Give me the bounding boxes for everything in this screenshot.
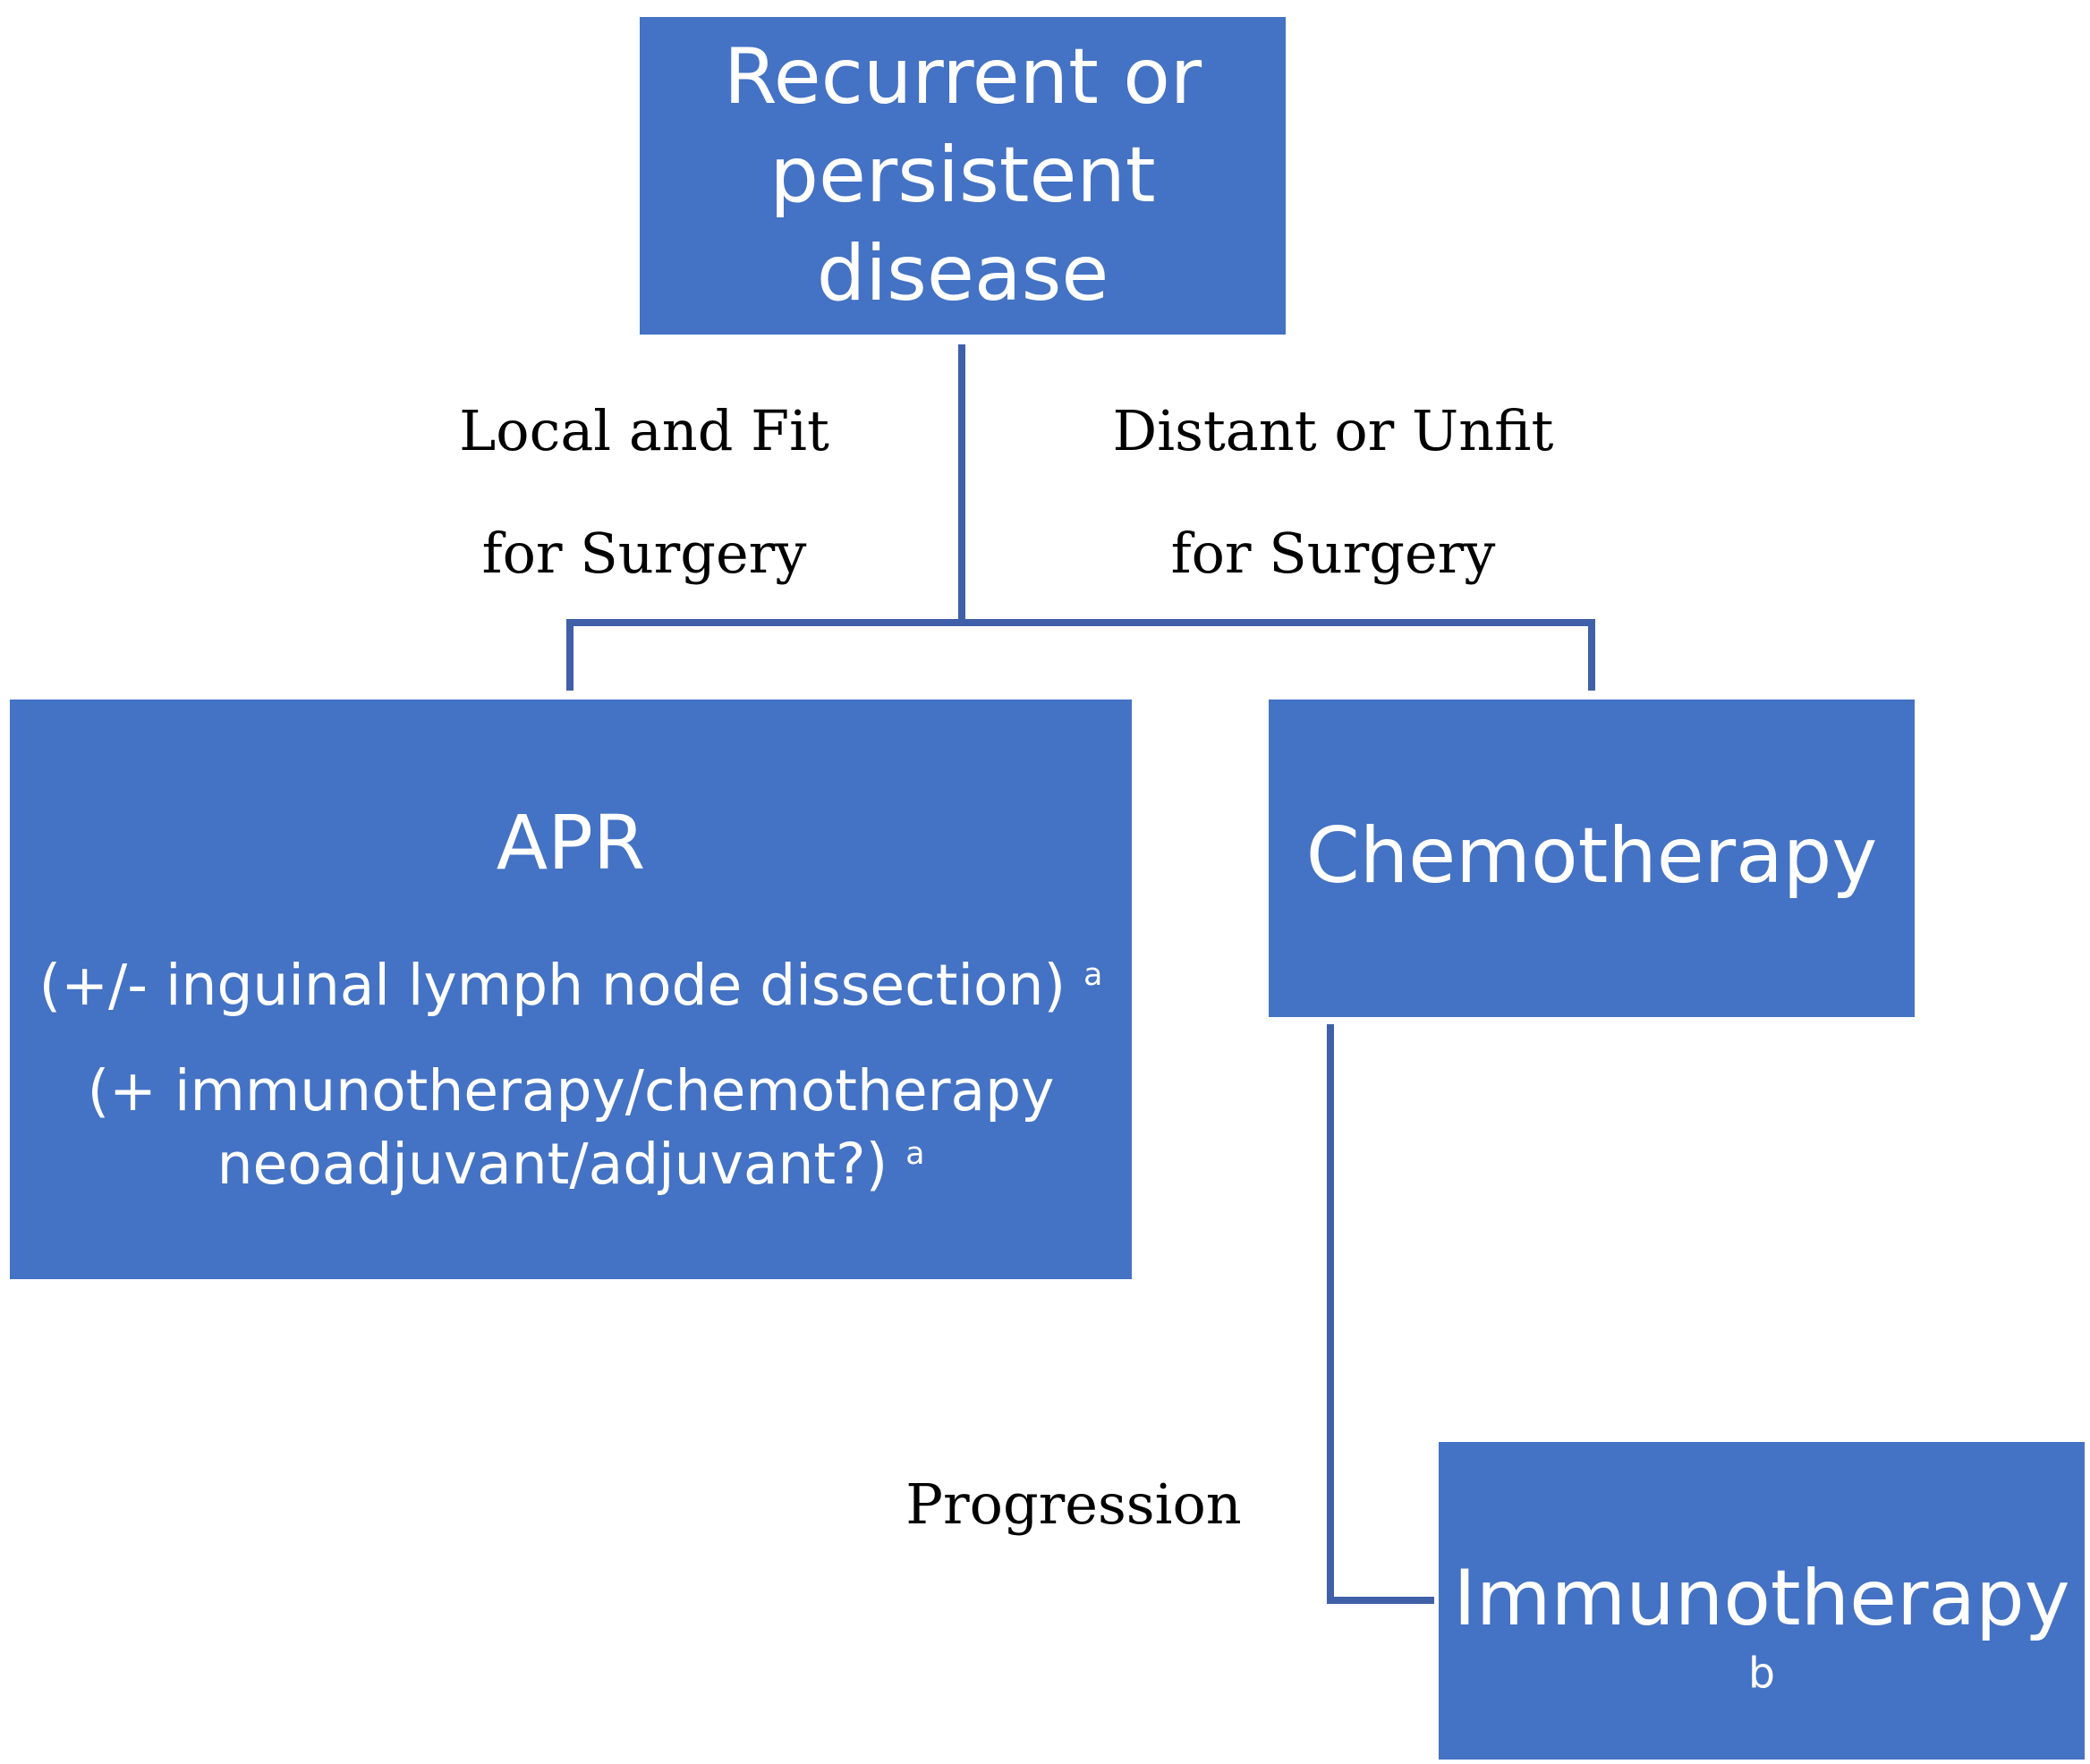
root-node-line-2: persistent <box>769 131 1156 220</box>
connector-horizontal <box>566 619 1595 626</box>
immunotherapy-title: Immunotherapy b <box>1439 1554 2085 1733</box>
edge-label-left-line-1: Local and Fit <box>459 398 829 463</box>
edge-label-left-line-2: for Surgery <box>481 521 807 586</box>
immunotherapy-footnote: b <box>1747 1649 1776 1699</box>
apr-line-3-footnote: a <box>905 1136 925 1172</box>
root-node: Recurrent or persistent disease <box>640 17 1286 335</box>
connector-to-apr <box>566 619 573 691</box>
edge-label-right-line-1: Distant or Unfit <box>1112 398 1554 463</box>
root-node-line-1: Recurrent or <box>723 32 1202 122</box>
chemotherapy-node: Chemotherapy <box>1269 700 1915 1017</box>
connector-chemo-down <box>1327 1024 1334 1604</box>
connector-root-down <box>958 344 965 626</box>
edge-label-right-line-2: for Surgery <box>1170 521 1496 586</box>
immunotherapy-title-text: Immunotherapy <box>1453 1554 2070 1643</box>
root-node-line-3: disease <box>816 229 1109 318</box>
apr-line-3: neoadjuvant/adjuvant?) a <box>10 1129 1132 1200</box>
apr-line-2: (+ immunotherapy/chemotherapy <box>87 1058 1055 1124</box>
immunotherapy-node: Immunotherapy b <box>1439 1442 2085 1760</box>
apr-title: APR <box>496 799 646 886</box>
connector-to-chemo <box>1588 619 1595 691</box>
chemotherapy-title: Chemotherapy <box>1305 811 1878 901</box>
apr-node: APR (+/- inguinal lymph node dissection)… <box>10 700 1132 1279</box>
apr-line-1-text: (+/- inguinal lymph node dissection) <box>38 953 1066 1018</box>
apr-line-3-text: neoadjuvant/adjuvant?) <box>217 1132 888 1197</box>
apr-line-1-footnote: a <box>1083 957 1103 993</box>
edge-label-progression: Progression <box>905 1471 1242 1537</box>
connector-to-immuno <box>1327 1597 1434 1604</box>
apr-line-1: (+/- inguinal lymph node dissection) a <box>10 950 1132 1022</box>
